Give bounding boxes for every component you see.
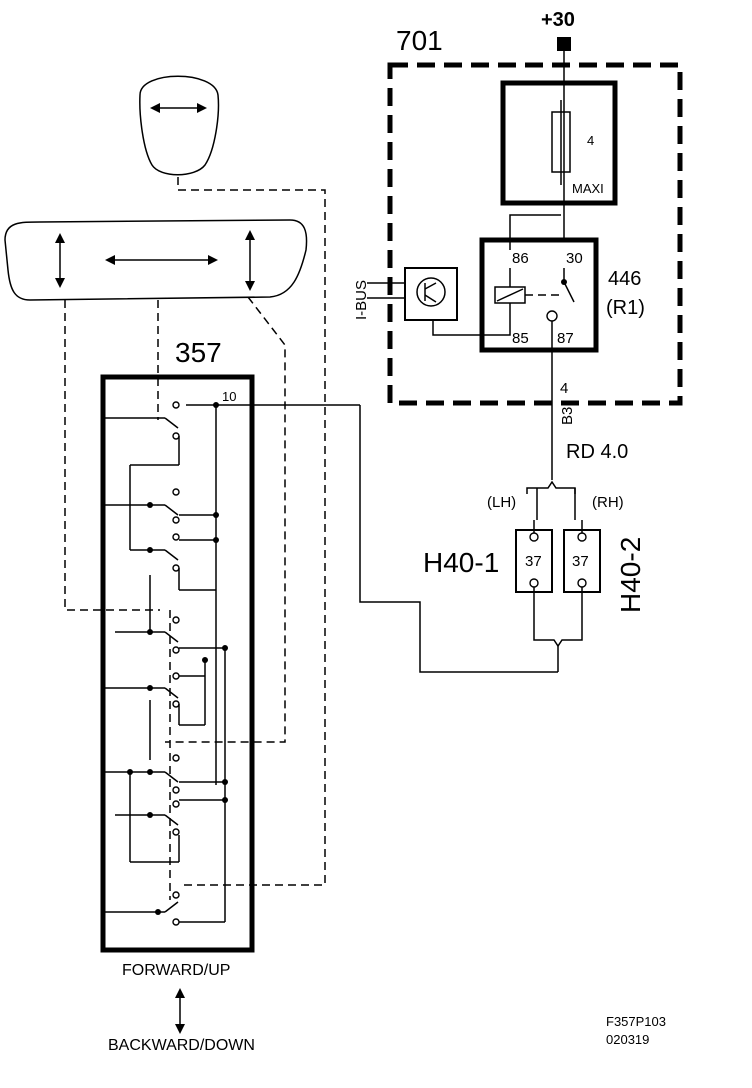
switch-contact-8 [103, 891, 225, 926]
switch-contact-6 [103, 754, 228, 803]
backward-down-label: BACKWARD/DOWN [108, 1037, 255, 1054]
relay-pin-85-label: 85 [512, 330, 529, 347]
relay-446: 86 30 85 87 446 (R1) [479, 214, 645, 353]
direction-legend: FORWARD/UP BACKWARD/DOWN [108, 962, 255, 1054]
ibus-module: I-BUS [353, 267, 511, 336]
switch-contact-4 [115, 616, 228, 663]
mechanical-links [64, 177, 326, 900]
connector-pin-label: 4 [560, 380, 568, 397]
switch-contact-1 [103, 401, 219, 466]
module-701-label: 701 [396, 25, 443, 56]
headrest-icon [139, 75, 220, 176]
heater-lh-label: H40-1 [423, 547, 499, 578]
heater-rh-label: H40-2 [615, 537, 646, 613]
relay-id-label: 446 [608, 268, 641, 290]
relay-pin-87-label: 87 [557, 330, 574, 347]
switch-pin-label: 10 [222, 389, 236, 404]
seat-switch-357: 357 10 [100, 337, 360, 953]
module-701: 701 [387, 25, 683, 406]
ibus-label: I-BUS [353, 280, 370, 320]
switch-id-label: 357 [175, 337, 222, 368]
heater-lh: 37 H40-1 [423, 520, 553, 612]
figure-code: F357P103 020319 [606, 1014, 666, 1047]
wire-spec-label: RD 4.0 [566, 441, 628, 463]
return-wire [359, 405, 583, 673]
rh-label: (RH) [592, 494, 624, 511]
supply-label: +30 [541, 9, 575, 31]
heater-rh: 37 H40-2 [563, 520, 646, 613]
switch-contact-7 [115, 800, 180, 863]
relay-ref-label: (R1) [606, 297, 645, 319]
heater-rh-pin-label: 37 [572, 553, 589, 570]
switch-contact-5 [103, 672, 205, 726]
lh-label: (LH) [487, 494, 516, 511]
heater-lh-pin-label: 37 [525, 553, 542, 570]
seat-cushion-icon [4, 219, 308, 301]
forward-up-label: FORWARD/UP [122, 962, 230, 979]
connector-id-label: B3 [559, 407, 576, 425]
maxi-fuse: 4 MAXI [500, 80, 618, 206]
fuse-number-label: 4 [587, 133, 594, 148]
fuse-type-label: MAXI [572, 181, 604, 196]
output-wire: 4 B3 RD 4.0 [526, 350, 628, 520]
figure-code-label: F357P103 [606, 1014, 666, 1029]
relay-pin-86-label: 86 [512, 250, 529, 267]
relay-pin-30-label: 30 [566, 250, 583, 267]
switch-contact-2 [103, 488, 219, 524]
figure-date-label: 020319 [606, 1032, 649, 1047]
switch-contact-3 [130, 533, 219, 591]
